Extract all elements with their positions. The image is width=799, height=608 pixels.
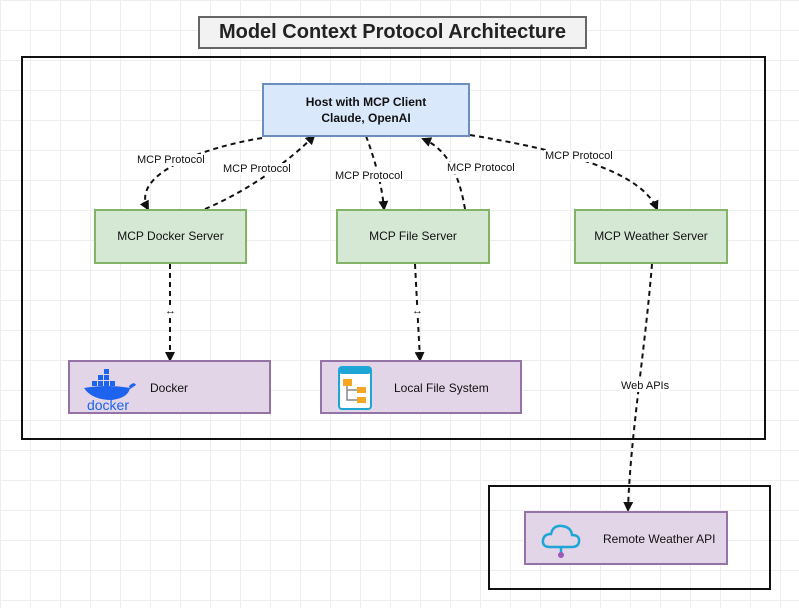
docker-server-node[interactable]: MCP Docker Server — [94, 209, 247, 264]
weather-server-node[interactable]: MCP Weather Server — [574, 209, 728, 264]
file-server-node[interactable]: MCP File Server — [336, 209, 490, 264]
mcp-system-boundary — [21, 56, 766, 440]
host-subtitle: Claude, OpenAI — [321, 111, 411, 125]
edge-file-to-host — [421, 137, 466, 210]
weather-api-label: Remote Weather API — [603, 532, 716, 546]
edge-label-docker-link: ↔ — [164, 305, 177, 317]
edge-label-host-to-docker: MCP Protocol — [136, 154, 206, 166]
host-title: Host with MCP Client — [305, 94, 427, 109]
edge-docker-to-host — [204, 134, 316, 210]
docker-label: Docker — [150, 381, 189, 395]
diagram-title: Model Context Protocol Architecture — [198, 16, 587, 49]
weather-api-node[interactable]: Remote Weather API — [524, 511, 728, 565]
edge-label-weather-link: Web APIs — [620, 380, 671, 392]
edge-label-file-link: ↔ — [411, 305, 424, 317]
edge-label-host-to-file: MCP Protocol — [334, 170, 404, 182]
external-boundary — [488, 485, 771, 590]
host-node[interactable]: Host with MCP Client Claude, OpenAI — [262, 83, 470, 137]
edge-host-to-weather — [469, 134, 659, 211]
edge-label-file-to-host: MCP Protocol — [446, 162, 516, 174]
edge-label-host-to-weather: MCP Protocol — [544, 150, 614, 162]
docker-logo-icon: docker — [84, 369, 136, 412]
edge-weather-to-api — [623, 263, 653, 512]
docker-logo-text: docker — [87, 397, 129, 412]
filesystem-label: Local File System — [394, 381, 489, 395]
filesystem-resource-node[interactable]: Local File System — [320, 360, 522, 414]
docker-resource-node[interactable]: docker Docker — [68, 360, 271, 414]
folder-tree-icon — [338, 366, 372, 410]
edge-label-docker-to-host: MCP Protocol — [222, 163, 292, 175]
cloud-api-icon — [541, 524, 581, 558]
